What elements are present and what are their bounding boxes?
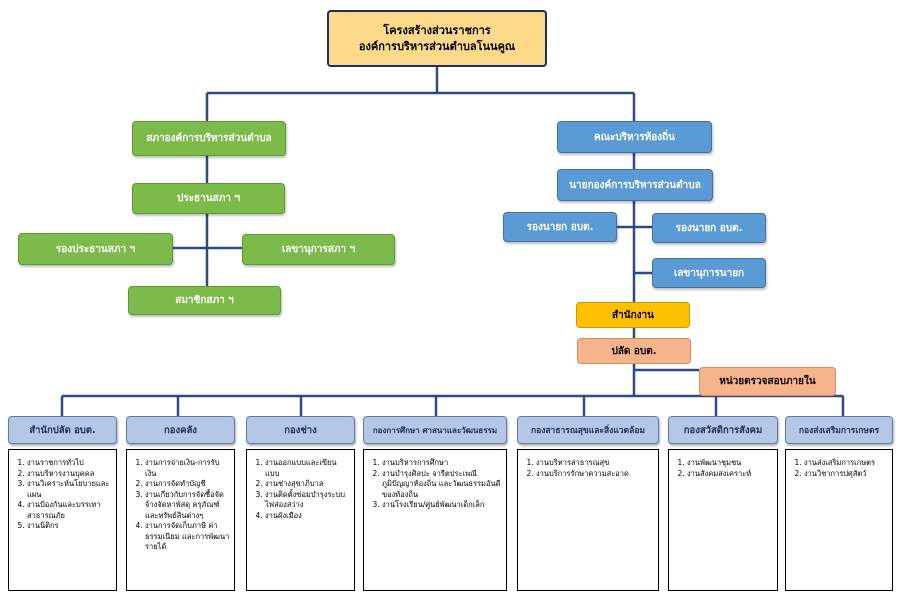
title-line-2: องค์การบริหารส่วนตำบลโนนคูณ (358, 39, 516, 53)
office-box: สำนักงาน (576, 302, 690, 328)
list-item: งานการจ่ายเงิน-การรับเงิน (145, 458, 230, 479)
org-chart-title: โครงสร้างส่วนราชการ องค์การบริหารส่วนตำบ… (327, 10, 547, 67)
dept-tasks-public-health: งานบริหารสาธารณสุข งานบริการรักษาความสะอ… (517, 449, 659, 591)
dept-header-engineering: กองช่าง (246, 416, 355, 444)
list-item: งานเกี่ยวกับการจัดซื้อจัดจ้างจัดหาพัสดุ … (145, 490, 230, 522)
list-item: งานป้องกันและบรรเทาสาธารณภัย (27, 500, 112, 521)
dept-header-agriculture: กองส่งเสริมการเกษตร (785, 416, 893, 444)
deputy-mayor-box-2: รองนายก อบต. (652, 213, 766, 243)
list-item: งานผังเมือง (265, 511, 350, 522)
list-item: งานวิชาการปศุสัตว์ (804, 469, 888, 480)
list-item: งานวิเคราะห์นโยบายและแผน (27, 479, 112, 500)
list-item: งานนิติกร (27, 521, 112, 532)
mayor-secretary-box: เลขานุการนายก (652, 258, 766, 288)
council-chair-box: ประธานสภา ฯ (132, 183, 285, 214)
list-item: งานติดตั้งซ่อมบำรุงระบบไฟส่องสว่าง (265, 490, 350, 511)
list-item: งานการจัดทำบัญชี (145, 479, 230, 490)
dept-header-clerk-office: สำนักปลัด อบต. (8, 416, 117, 444)
list-item: งานบำรุงศิลปะ จารีตประเพณี ภูมิปัญญาท้อง… (382, 469, 502, 501)
dept-tasks-education: งานบริหารการศึกษา งานบำรุงศิลปะ จารีตประ… (363, 449, 507, 591)
executive-box: คณะบริหารท้องถิ่น (557, 121, 712, 153)
list-item: งานบริหารสาธารณสุข (536, 458, 654, 469)
list-item: งานช่างสุขาภิบาล (265, 479, 350, 490)
list-item: งานโรงเรียน/ศูนย์พัฒนาเด็กเล็ก (382, 500, 502, 511)
list-item: งานออกแบบและเขียนแบบ (265, 458, 350, 479)
dept-tasks-clerk-office: งานราชการทั่วไป งานบริหารงานบุคคล งานวิเ… (8, 449, 117, 591)
council-members-box: สมาชิกสภา ฯ (128, 286, 281, 315)
list-item: งานการจัดเก็บภาษี ค่าธรรมเนียม และการพัฒ… (145, 521, 230, 553)
list-item: งานบริหารการศึกษา (382, 458, 502, 469)
council-vice-chair-box: รองประธานสภา ฯ (18, 233, 173, 265)
list-item: งานบริหารงานบุคคล (27, 469, 112, 480)
dept-tasks-engineering: งานออกแบบและเขียนแบบ งานช่างสุขาภิบาล งา… (246, 449, 355, 591)
list-item: งานบริการรักษาความสะอาด (536, 469, 654, 480)
list-item: งานส่งเสริมการเกษตร (804, 458, 888, 469)
list-item: งานราชการทั่วไป (27, 458, 112, 469)
mayor-box: นายกองค์การบริหารส่วนตำบล (557, 169, 713, 201)
dept-tasks-agriculture: งานส่งเสริมการเกษตร งานวิชาการปศุสัตว์ (785, 449, 893, 591)
list-item: งานสังคมสงเคราะห์ (687, 469, 773, 480)
council-box: สภาองค์การบริหารส่วนตำบล (132, 121, 286, 156)
title-line-1: โครงสร้างส่วนราชการ (383, 23, 491, 37)
dept-header-finance: กองคลัง (126, 416, 235, 444)
deputy-mayor-box-1: รองนายก อบต. (503, 212, 617, 242)
clerk-box: ปลัด อบต. (577, 338, 691, 364)
council-secretary-box: เลขานุการสภา ฯ (242, 234, 395, 265)
dept-header-public-health: กองสาธารณสุขและสิ่งแวดล้อม (517, 416, 659, 444)
dept-header-social-welfare: กองสวัสดิการสังคม (668, 416, 778, 444)
internal-audit-box: หน่วยตรวจสอบภายใน (699, 367, 836, 396)
dept-header-education: กองการศึกษา ศาสนาและวัฒนธรรม (363, 416, 507, 444)
list-item: งานพัฒนาชุมชน (687, 458, 773, 469)
dept-tasks-finance: งานการจ่ายเงิน-การรับเงิน งานการจัดทำบัญ… (126, 449, 235, 591)
dept-tasks-social-welfare: งานพัฒนาชุมชน งานสังคมสงเคราะห์ (668, 449, 778, 591)
